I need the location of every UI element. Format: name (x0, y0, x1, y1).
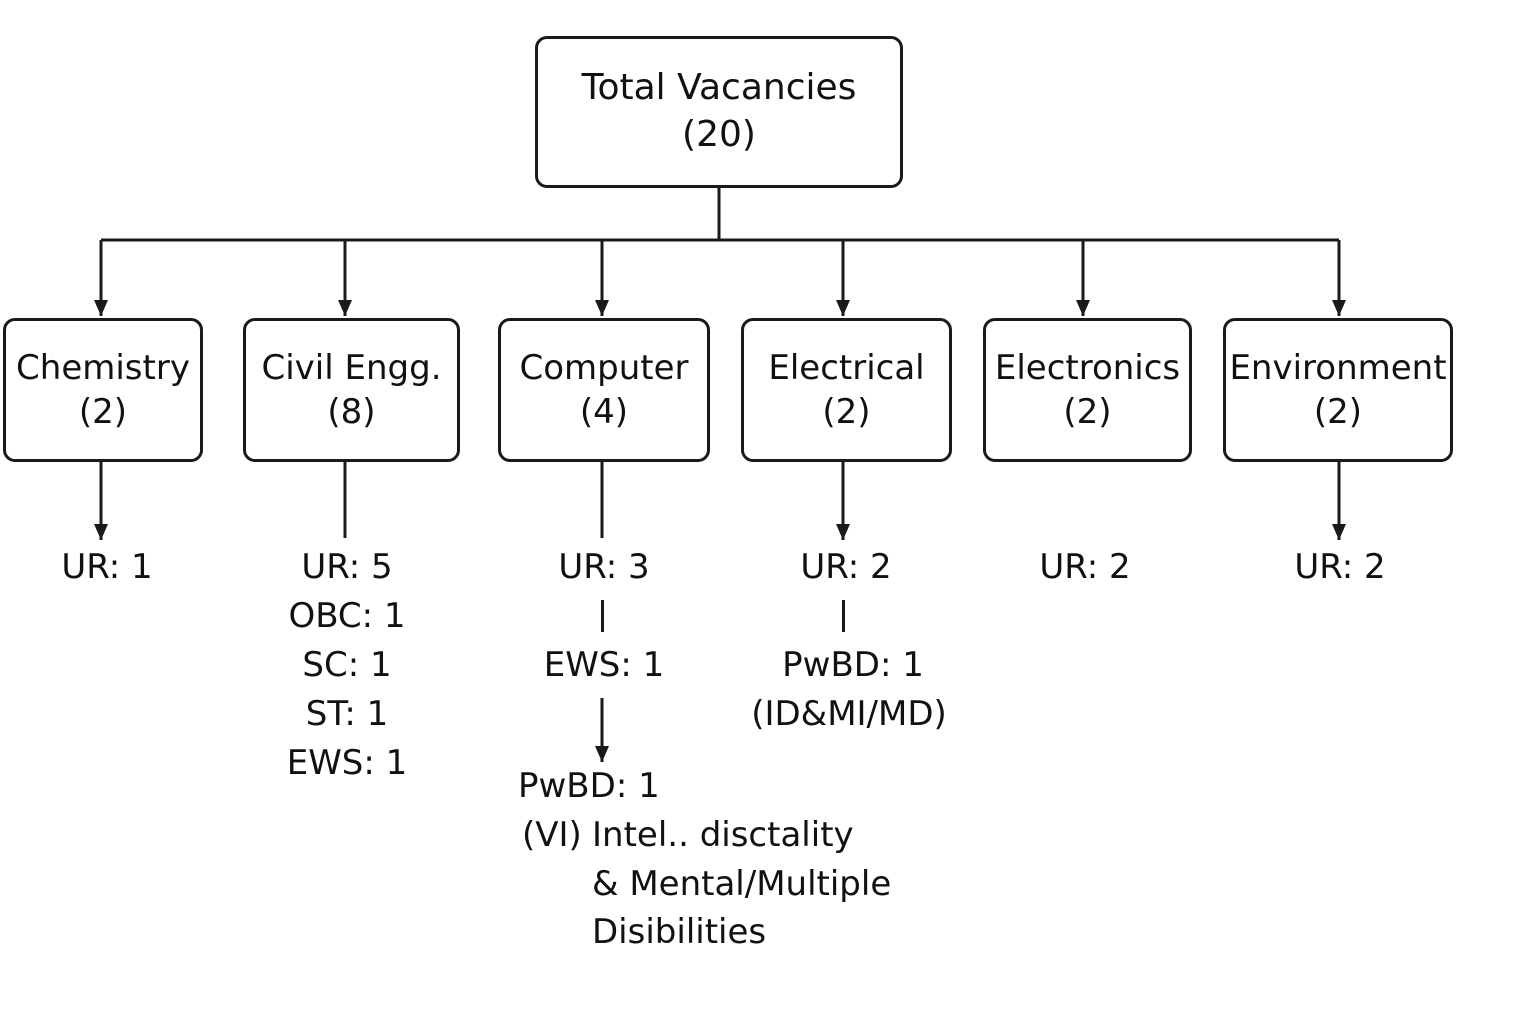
computer-separator (601, 600, 604, 632)
department-count: (2) (1313, 392, 1363, 432)
department-name: Electronics (994, 347, 1181, 388)
electrical-pwbd-detail: (ID&MI/MD) (751, 694, 947, 734)
department-electronics-node: Electronics (2) (983, 318, 1192, 462)
electronics-ur: UR: 2 (1039, 547, 1131, 587)
root-count: (20) (682, 114, 756, 155)
electrical-ur: UR: 2 (800, 547, 892, 587)
computer-pwbd-note: Disibilities (592, 912, 767, 952)
computer-ews: EWS: 1 (543, 645, 665, 685)
computer-pwbd-code: (VI) (522, 815, 582, 855)
computer-pwbd-note: Intel.. disctality (592, 815, 854, 855)
root-title: Total Vacancies (581, 67, 857, 109)
department-name: Chemistry (16, 347, 190, 388)
department-name: Computer (519, 347, 689, 388)
computer-pwbd: PwBD: 1 (518, 766, 660, 806)
root-node: Total Vacancies (20) (535, 36, 903, 188)
department-civil-node: Civil Engg. (8) (243, 318, 460, 462)
computer-ur: UR: 3 (558, 547, 650, 587)
environment-ur: UR: 2 (1294, 547, 1386, 587)
department-count: (2) (822, 392, 871, 432)
civil-ur: UR: 5 (301, 547, 393, 587)
department-name: Environment (1229, 347, 1447, 388)
electrical-separator (842, 600, 845, 632)
department-environment-node: Environment (2) (1223, 318, 1453, 462)
department-count: (8) (327, 392, 376, 432)
department-computer-node: Computer (4) (498, 318, 710, 462)
department-name: Electrical (768, 347, 925, 388)
civil-obc: OBC: 1 (288, 596, 406, 636)
department-chemistry-node: Chemistry (2) (3, 318, 203, 462)
department-electrical-node: Electrical (2) (741, 318, 952, 462)
department-name: Civil Engg. (261, 347, 442, 388)
civil-ews: EWS: 1 (286, 743, 408, 783)
electrical-pwbd: PwBD: 1 (782, 645, 924, 685)
civil-sc: SC: 1 (302, 645, 392, 685)
department-count: (2) (78, 392, 128, 432)
department-count: (4) (579, 392, 629, 432)
computer-pwbd-note: & Mental/Multiple (592, 864, 892, 904)
chemistry-ur: UR: 1 (61, 547, 153, 587)
department-count: (2) (1063, 392, 1112, 432)
civil-st: ST: 1 (305, 694, 389, 734)
